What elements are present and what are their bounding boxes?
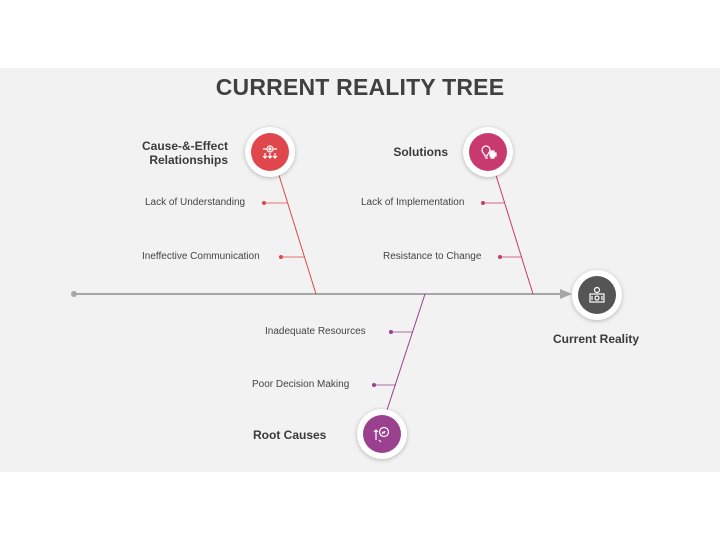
current-reality-badge: [572, 270, 622, 320]
branch-solutions: [494, 171, 534, 295]
current-reality-label: Current Reality: [553, 332, 640, 346]
solutions-badge: [463, 127, 513, 177]
item-poor-decision-making: Poor Decision Making: [252, 379, 350, 390]
cause-effect-circle: [251, 133, 289, 171]
item-lack-of-understanding: Lack of Understanding: [145, 197, 246, 208]
cause-effect-label: Cause-&-Effect Relationships: [141, 139, 228, 167]
root-causes-badge: [357, 409, 407, 459]
dashboard-icon: [589, 286, 605, 303]
solutions-label: Solutions: [393, 145, 448, 159]
lightbulb-puzzle-icon: [481, 145, 497, 159]
cause-effect-badge: [245, 127, 295, 177]
root-causes-circle: [363, 415, 401, 453]
item-resistance-to-change: Resistance to Change: [383, 251, 482, 262]
branch-root-causes: [386, 293, 426, 411]
item-lack-of-implementation: Lack of Implementation: [361, 197, 465, 208]
magnifier-chart-icon: [373, 426, 390, 443]
spine-start-dot: [71, 291, 77, 297]
flowchart-gear-icon: [262, 145, 278, 159]
root-causes-label: Root Causes: [253, 428, 327, 442]
current-reality-circle: [578, 276, 616, 314]
item-inadequate-resources: Inadequate Resources: [265, 326, 366, 337]
item-ineffective-communication: Ineffective Communication: [142, 251, 260, 262]
solutions-circle: [469, 133, 507, 171]
page-title: CURRENT REALITY TREE: [215, 74, 505, 100]
spine-arrowhead: [560, 289, 572, 299]
branch-cause-effect: [277, 171, 317, 295]
